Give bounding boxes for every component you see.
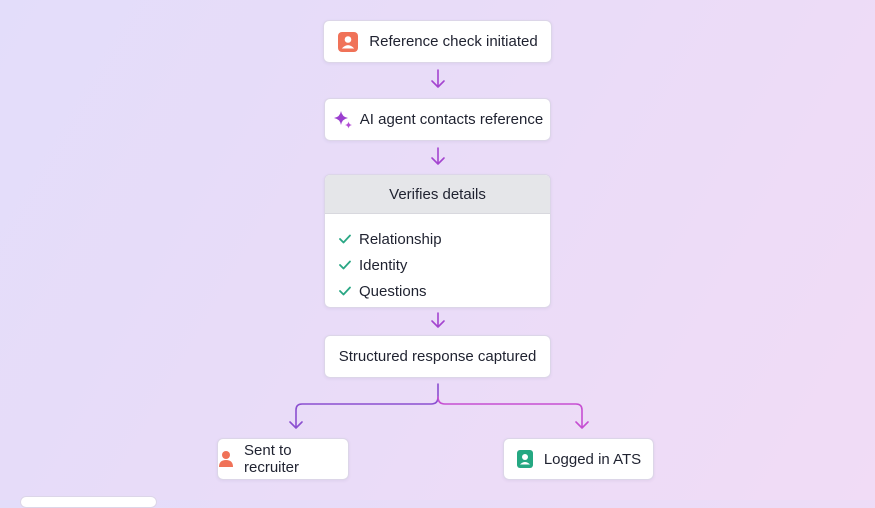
checklist-label: Identity <box>359 256 408 274</box>
checklist-label: Questions <box>359 282 427 300</box>
arrow-start-to-agent <box>431 69 445 88</box>
checklist-label: Relationship <box>359 230 442 248</box>
arrow-verify-to-captured <box>431 312 445 328</box>
person-icon <box>218 450 234 468</box>
step-ai-agent-contacts-reference: AI agent contacts reference <box>324 98 551 141</box>
checklist-item: Relationship <box>339 226 550 252</box>
branch-right-arrow <box>437 396 589 429</box>
verify-checklist: Relationship Identity Questions <box>325 214 550 304</box>
verify-header: Verifies details <box>325 175 550 214</box>
step-label: Reference check initiated <box>369 33 538 50</box>
step-reference-check-initiated: Reference check initiated <box>323 20 552 63</box>
output-sent-to-recruiter: Sent to recruiter <box>217 438 349 480</box>
sparkle-icon <box>332 109 354 131</box>
output-label: Sent to recruiter <box>244 442 300 476</box>
step-verifies-details: Verifies details Relationship Identity Q… <box>324 174 551 308</box>
partial-card <box>20 496 157 508</box>
check-icon <box>339 260 351 270</box>
step-label: Structured response captured <box>338 348 537 365</box>
step-structured-response-captured: Structured response captured <box>324 335 551 378</box>
user-card-icon <box>337 31 359 53</box>
check-icon <box>339 234 351 244</box>
branch-left-arrow <box>289 383 439 429</box>
check-icon <box>339 286 351 296</box>
arrow-agent-to-verify <box>431 147 445 165</box>
checklist-item: Identity <box>339 252 550 278</box>
output-label: Logged in ATS <box>543 450 642 468</box>
output-logged-in-ats: Logged in ATS <box>503 438 654 480</box>
id-badge-icon <box>516 449 534 469</box>
step-label: AI agent contacts reference <box>359 111 544 128</box>
checklist-item: Questions <box>339 278 550 304</box>
